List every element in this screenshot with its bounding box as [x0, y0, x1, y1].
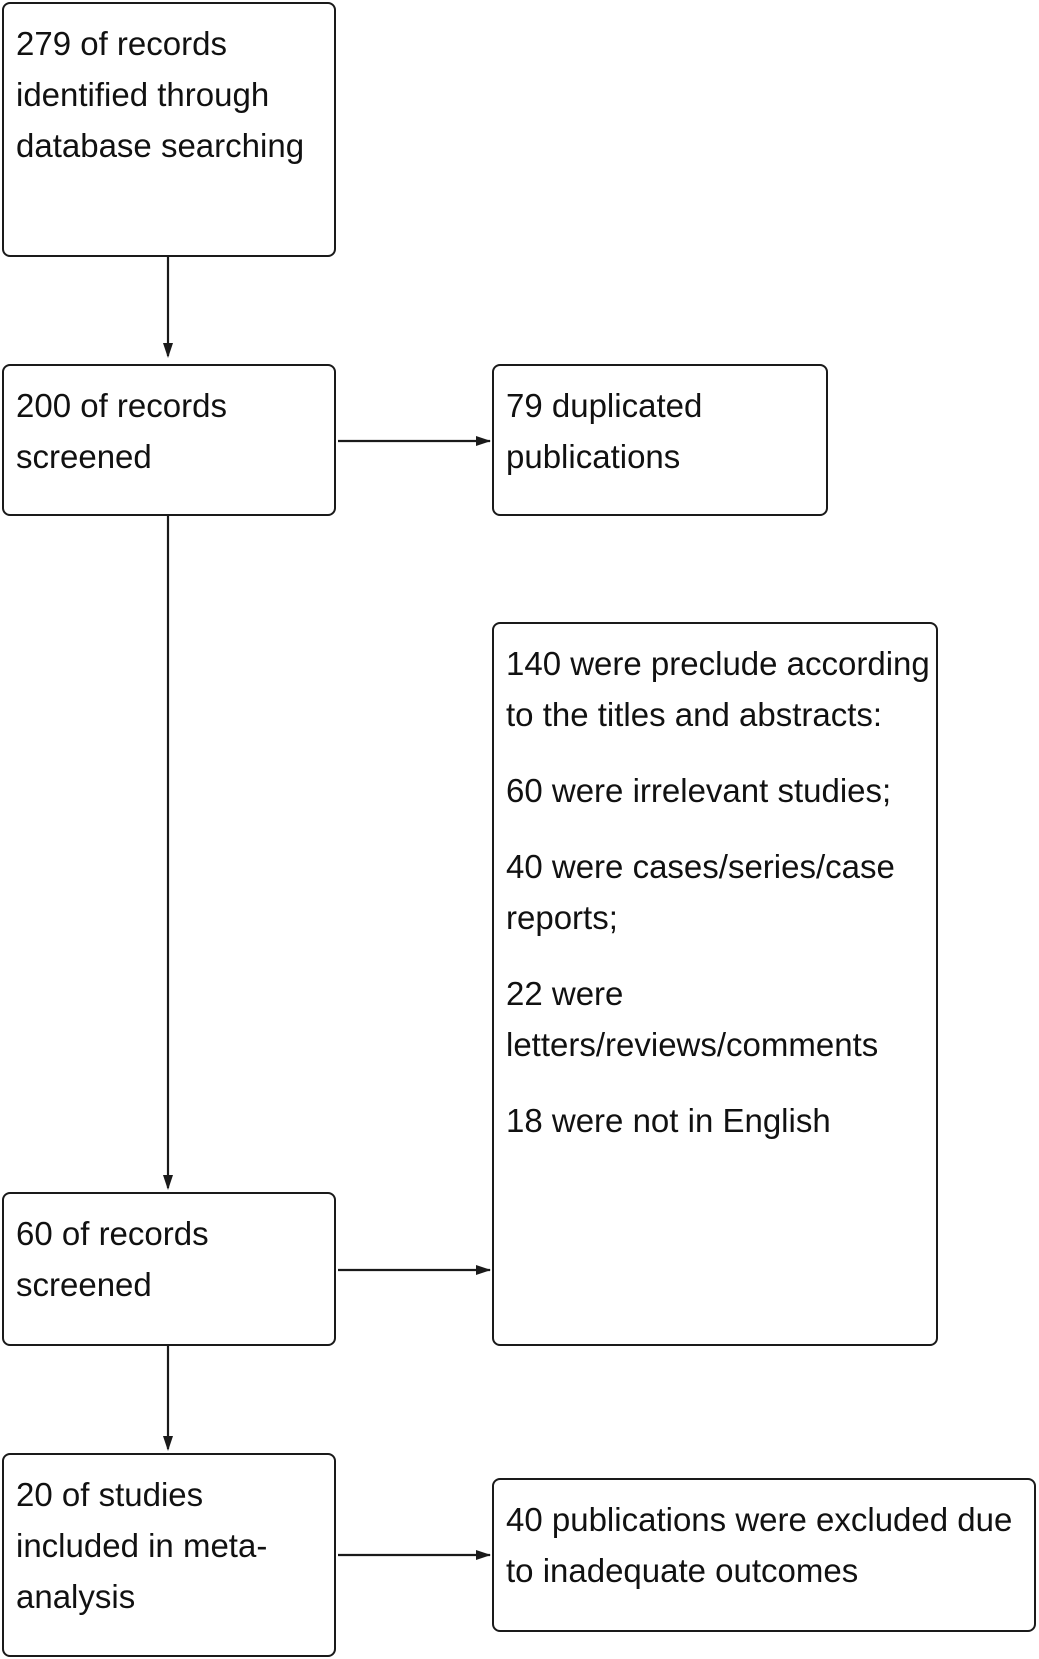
precluded-reason-letters: 22 were letters/reviews/comments — [506, 975, 879, 1063]
box-records-screened-200: 200 of records screened — [2, 364, 336, 516]
box-records-screened-200-text: 200 of records screened — [16, 387, 227, 475]
arrowhead-right-icon — [476, 1550, 491, 1560]
arrowhead-down-icon — [163, 1175, 173, 1190]
box-excluded-outcomes-text: 40 publications were excluded due to ina… — [506, 1501, 1013, 1589]
box-precluded-records: 140 were preclude according to the title… — [492, 622, 938, 1346]
arrowhead-down-icon — [163, 343, 173, 358]
precluded-intro-text: 140 were preclude according to the title… — [506, 645, 930, 733]
box-studies-included: 20 of studies included in meta-analysis — [2, 1453, 336, 1657]
precluded-reason-case-reports: 40 were cases/series/case reports; — [506, 848, 895, 936]
precluded-reason-irrelevant: 60 were irrelevant studies; — [506, 772, 892, 809]
box-records-screened-60: 60 of records screened — [2, 1192, 336, 1346]
arrowhead-down-icon — [163, 1436, 173, 1451]
box-duplicated-publications-text: 79 duplicated publications — [506, 387, 703, 475]
arrowhead-right-icon — [476, 436, 491, 446]
box-records-screened-60-text: 60 of records screened — [16, 1215, 209, 1303]
box-duplicated-publications: 79 duplicated publications — [492, 364, 828, 516]
box-records-identified: 279 of records identified through databa… — [2, 2, 336, 257]
precluded-reason-not-english: 18 were not in English — [506, 1102, 831, 1139]
box-records-identified-text: 279 of records identified through databa… — [16, 25, 305, 164]
box-studies-included-text: 20 of studies included in meta-analysis — [16, 1476, 268, 1615]
box-excluded-outcomes: 40 publications were excluded due to ina… — [492, 1478, 1036, 1632]
arrowhead-right-icon — [476, 1265, 491, 1275]
